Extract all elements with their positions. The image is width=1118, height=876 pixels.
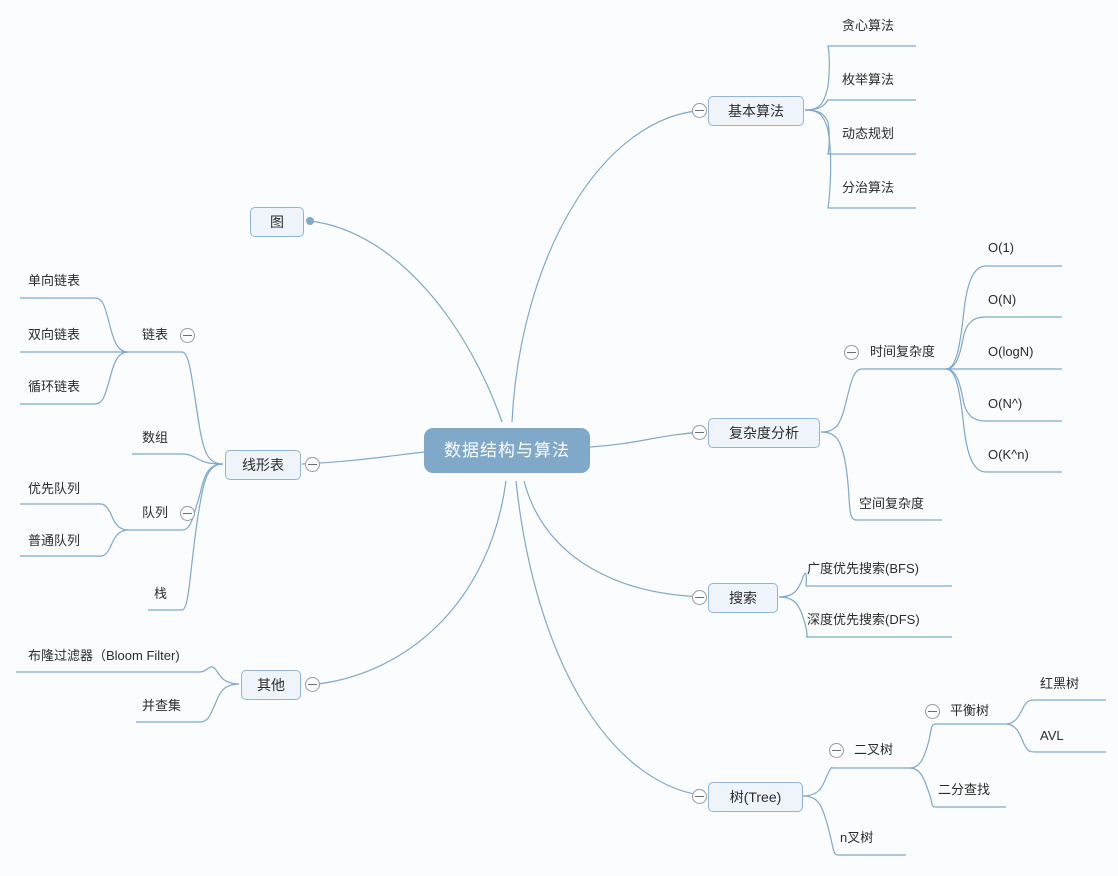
node-linked-list[interactable]: 链表 — [142, 327, 169, 342]
node-nary-tree[interactable]: n叉树 — [840, 830, 874, 845]
link-root-complexity — [589, 431, 707, 448]
link-root-linear — [301, 451, 425, 465]
toggle-queue[interactable] — [180, 506, 195, 521]
link-binary-balanced — [909, 723, 1006, 769]
node-okn[interactable]: O(K^n) — [988, 447, 1029, 462]
node-space-complexity[interactable]: 空间复杂度 — [859, 496, 925, 511]
node-array[interactable]: 数组 — [142, 430, 169, 445]
node-dfs[interactable]: 深度优先搜索(DFS) — [807, 612, 920, 627]
link-queue-priority — [20, 503, 129, 531]
link-root-graph — [309, 220, 503, 423]
toggle-complexity[interactable] — [692, 425, 707, 440]
toggle-linear-list[interactable] — [305, 457, 320, 472]
link-root-basic — [511, 109, 707, 423]
node-other[interactable]: 其他 — [241, 670, 301, 700]
node-enumeration-algorithm[interactable]: 枚举算法 — [842, 72, 895, 87]
node-queue[interactable]: 队列 — [142, 505, 169, 520]
node-priority-queue[interactable]: 优先队列 — [28, 481, 81, 496]
link-complexity-time — [820, 368, 946, 433]
toggle-tree[interactable] — [692, 789, 707, 804]
toggle-binary-tree[interactable] — [829, 743, 844, 758]
link-balanced-rb — [1005, 699, 1106, 725]
node-singly-linked-list[interactable]: 单向链表 — [28, 273, 81, 288]
link-root-other — [317, 480, 507, 685]
node-tree[interactable]: 树(Tree) — [708, 782, 803, 812]
link-other-bloom — [16, 666, 240, 685]
toggle-search[interactable] — [692, 590, 707, 605]
root-node[interactable]: 数据结构与算法 — [424, 428, 590, 473]
link-tree-binary — [802, 766, 910, 797]
node-bfs[interactable]: 广度优先搜索(BFS) — [807, 561, 919, 576]
node-o1[interactable]: O(1) — [988, 240, 1014, 255]
node-red-black-tree[interactable]: 红黑树 — [1040, 676, 1080, 691]
link-root-tree — [515, 480, 707, 797]
node-stack[interactable]: 栈 — [154, 586, 168, 601]
node-time-complexity[interactable]: 时间复杂度 — [870, 344, 936, 359]
node-complexity-analysis[interactable]: 复杂度分析 — [708, 418, 820, 448]
link-linear-array — [132, 453, 224, 465]
node-on[interactable]: O(N) — [988, 292, 1017, 307]
node-basic-algorithms[interactable]: 基本算法 — [708, 96, 804, 126]
graph-leaf-dot — [306, 217, 314, 225]
node-bloom-filter[interactable]: 布隆过滤器（Bloom Filter) — [28, 648, 180, 663]
node-balanced-tree[interactable]: 平衡树 — [950, 703, 990, 718]
node-ologn[interactable]: O(logN) — [988, 344, 1034, 359]
node-search[interactable]: 搜索 — [708, 583, 778, 613]
node-circular-linked-list[interactable]: 循环链表 — [28, 379, 81, 394]
node-binary-tree[interactable]: 二叉树 — [854, 742, 894, 757]
node-on-pow[interactable]: O(N^) — [988, 396, 1023, 411]
node-avl-tree[interactable]: AVL — [1040, 728, 1064, 743]
toggle-other[interactable] — [305, 677, 320, 692]
node-dynamic-programming[interactable]: 动态规划 — [842, 126, 895, 141]
node-divide-and-conquer[interactable]: 分治算法 — [842, 180, 895, 195]
node-binary-search[interactable]: 二分查找 — [938, 782, 991, 797]
node-union-find[interactable]: 并查集 — [142, 698, 182, 713]
toggle-balanced-tree[interactable] — [925, 704, 940, 719]
node-normal-queue[interactable]: 普通队列 — [28, 533, 81, 548]
node-doubly-linked-list[interactable]: 双向链表 — [28, 327, 81, 342]
toggle-basic-algorithms[interactable] — [692, 103, 707, 118]
node-greedy-algorithm[interactable]: 贪心算法 — [842, 18, 895, 33]
toggle-time-complexity[interactable] — [844, 345, 859, 360]
node-graph[interactable]: 图 — [250, 207, 304, 237]
link-root-search — [523, 480, 707, 598]
node-linear-list[interactable]: 线形表 — [225, 450, 301, 480]
link-basic-2 — [804, 99, 916, 111]
toggle-linked-list[interactable] — [180, 328, 195, 343]
